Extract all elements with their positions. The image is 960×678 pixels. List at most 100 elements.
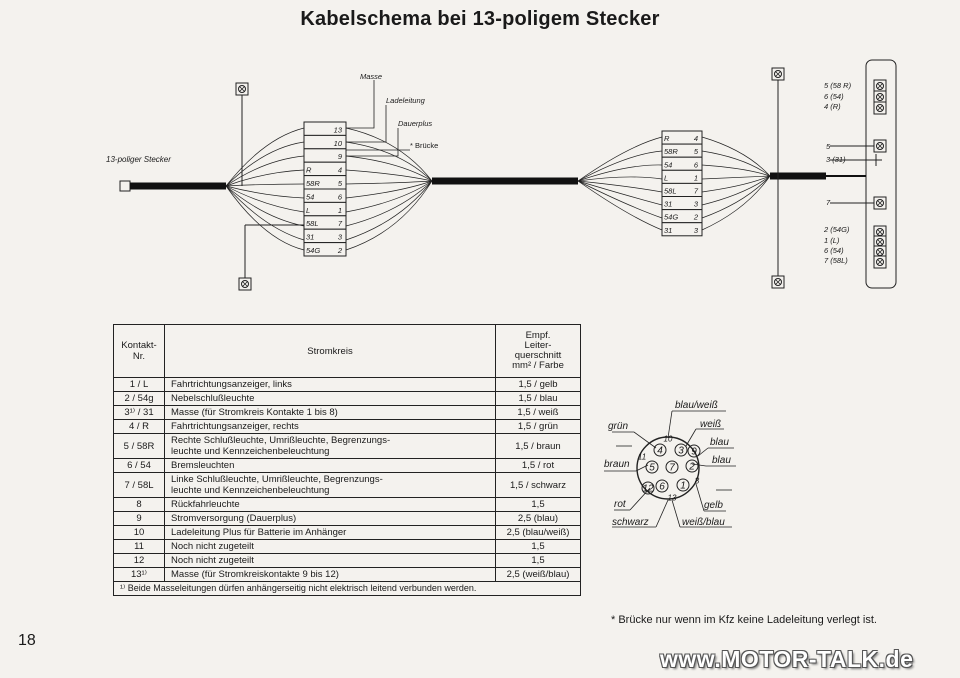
cell-circuit: Linke Schlußleuchte, Umrißleuchte, Begre…: [164, 472, 496, 498]
cell-contact: 11: [113, 539, 165, 554]
right-label-bottom-4: 7 (58L): [824, 256, 848, 265]
cell-circuit: Rückfahrleuchte: [164, 497, 496, 512]
cell-circuit: Masse (für Stromkreiskontakte 9 bis 12): [164, 567, 496, 582]
socket-color-gelb: gelb: [704, 500, 723, 511]
right-label-5: 5: [826, 142, 831, 151]
socket-pin-circle: [641, 481, 655, 495]
cell-cross-section: 1,5: [495, 553, 581, 568]
mid-block-label: 58L: [664, 187, 677, 196]
left-block-pin: 9: [338, 152, 343, 161]
cell-cross-section: 1,5 / weiß: [495, 405, 581, 420]
cell-contact: 10: [113, 525, 165, 540]
socket-pin-number: 10: [664, 435, 673, 444]
right-label-bottom-1: 2 (54G): [823, 225, 850, 234]
bridge-note: * Brücke nur wenn im Kfz keine Ladeleitu…: [611, 614, 877, 626]
cell-circuit: Rechte Schlußleuchte, Umrißleuchte, Begr…: [164, 433, 496, 459]
circuit-table: Kontakt- Nr. Stromkreis Empf. Leiter- qu…: [113, 324, 581, 596]
left-block-pin: 2: [337, 246, 343, 255]
cell-cross-section: 1,5 / schwarz: [495, 472, 581, 498]
left-block-pin: 6: [338, 192, 343, 201]
mid-block-label: L: [664, 173, 668, 182]
socket-pin-circle: [687, 444, 701, 458]
rail-terminal-icon: [873, 225, 887, 239]
cell-cross-section: 2,5 (weiß/blau): [495, 567, 581, 582]
socket-color-blau-1: blau: [710, 437, 729, 448]
socket-pin-circle: [685, 459, 699, 473]
cell-circuit: Fahrtrichtungsanzeiger, rechts: [164, 419, 496, 434]
socket-color-rot: rot: [614, 499, 627, 510]
right-label-top-3: 4 (R): [824, 102, 841, 111]
cell-contact: 8: [113, 497, 165, 512]
socket-pin-number: 1: [680, 481, 686, 492]
page-title: Kabelschema bei 13-poligem Stecker: [300, 8, 660, 30]
mid-block-pin: 1: [694, 173, 698, 182]
socket-pin-number: 9: [691, 447, 697, 458]
rail-terminal-icon: [873, 139, 887, 153]
cell-circuit: Fahrtrichtungsanzeiger, links: [164, 377, 496, 392]
ground-symbol-icon: [875, 154, 882, 166]
socket-pin-number: 7: [669, 463, 675, 474]
socket-pin-number: 4: [657, 446, 663, 457]
table-row: 13¹⁾Masse (für Stromkreiskontakte 9 bis …: [113, 567, 581, 582]
fan-wires-left: [225, 127, 433, 251]
socket-pin-number: 2: [688, 462, 695, 473]
callout-bruecke: * Brücke: [410, 141, 438, 150]
cell-contact: 1 / L: [113, 377, 165, 392]
socket-pin-circle: [645, 460, 659, 474]
socket-pin-circle: [674, 443, 688, 457]
socket-color-gruen: grün: [608, 421, 628, 432]
socket-pin-number: 11: [638, 453, 646, 462]
cell-contact: 12: [113, 553, 165, 568]
mid-block-label: 31: [664, 226, 672, 235]
page-number: 18: [18, 632, 36, 649]
socket-color-blau-2: blau: [712, 455, 731, 466]
socket-pin-number: 13: [668, 494, 677, 503]
right-label-top-1: 5 (58 R): [824, 81, 852, 90]
mid-block-pin: 6: [694, 160, 699, 169]
cell-cross-section: 1,5 / gelb: [495, 377, 581, 392]
cell-cross-section: 1,5 / grün: [495, 419, 581, 434]
right-terminals: [873, 79, 887, 269]
socket-pin-circle: [676, 478, 690, 492]
callout-leaders: [346, 80, 410, 157]
mid-block-label: 31: [664, 200, 672, 209]
rail-terminal-icon: [873, 90, 887, 104]
left-block-label: 58R: [306, 179, 320, 188]
mid-block-pin: 3: [694, 226, 699, 235]
left-block-label: L: [306, 206, 310, 215]
right-label-bottom-2: 1 (L): [824, 236, 840, 245]
mid-block-label: 54G: [664, 213, 678, 222]
socket-pin-number: 12: [642, 484, 654, 495]
rail-terminal-icon: [873, 196, 887, 210]
cell-cross-section: 1,5: [495, 539, 581, 554]
left-block-label: 54G: [306, 246, 320, 255]
left-block-pin: 13: [334, 125, 343, 134]
left-block-pin: 5: [338, 179, 343, 188]
fan-wires-mid: [577, 136, 771, 231]
callout-masse: Masse: [360, 72, 382, 81]
left-block-label: 31: [306, 233, 314, 242]
rail-terminal-icon: [873, 235, 887, 249]
left-block-pin: 1: [338, 206, 342, 215]
socket-color-schwarz: schwarz: [612, 517, 649, 528]
table-footnote: ¹⁾ Beide Masseleitungen dürfen anhängers…: [113, 581, 581, 596]
rail-terminal-icon: [873, 79, 887, 93]
right-label-3: 3 (31): [826, 155, 846, 164]
left-block-label: 58L: [306, 219, 319, 228]
mid-block-label: 58R: [664, 147, 678, 156]
ground-terminals: [235, 67, 785, 291]
table-footnote-row: ¹⁾ Beide Masseleitungen dürfen anhängers…: [113, 581, 581, 596]
right-label-bottom-3: 6 (54): [824, 246, 844, 255]
ground-terminal-icon: [771, 67, 785, 81]
